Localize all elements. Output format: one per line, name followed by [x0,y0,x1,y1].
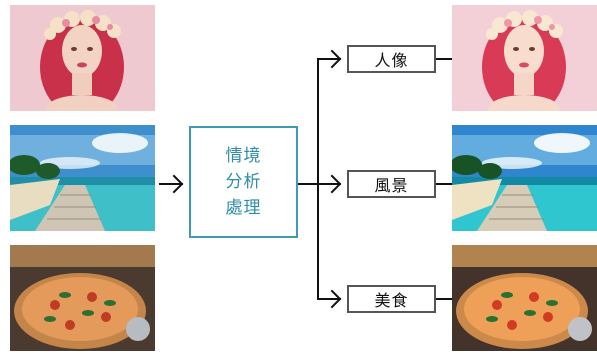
input-arrow [159,174,184,194]
input-portrait-image [10,5,155,111]
scene-analysis-process-box: 情境 分析 處理 [189,126,298,238]
process-line-1: 情境 [225,146,262,166]
branch-arrow-food [317,289,342,309]
output-portrait-image [452,5,597,111]
input-scenery-image [10,125,155,231]
category-label-food: 美食 [347,285,436,313]
output-food-image [452,245,597,351]
input-food-image [10,245,155,351]
branch-arrow-portrait [317,49,342,69]
process-line-3: 處理 [225,198,262,218]
process-line-2: 分析 [225,172,262,192]
branch-arrow-scenery [317,174,342,194]
output-scenery-image [452,125,597,231]
category-label-portrait: 人像 [347,45,436,73]
category-label-scenery: 風景 [347,170,436,198]
